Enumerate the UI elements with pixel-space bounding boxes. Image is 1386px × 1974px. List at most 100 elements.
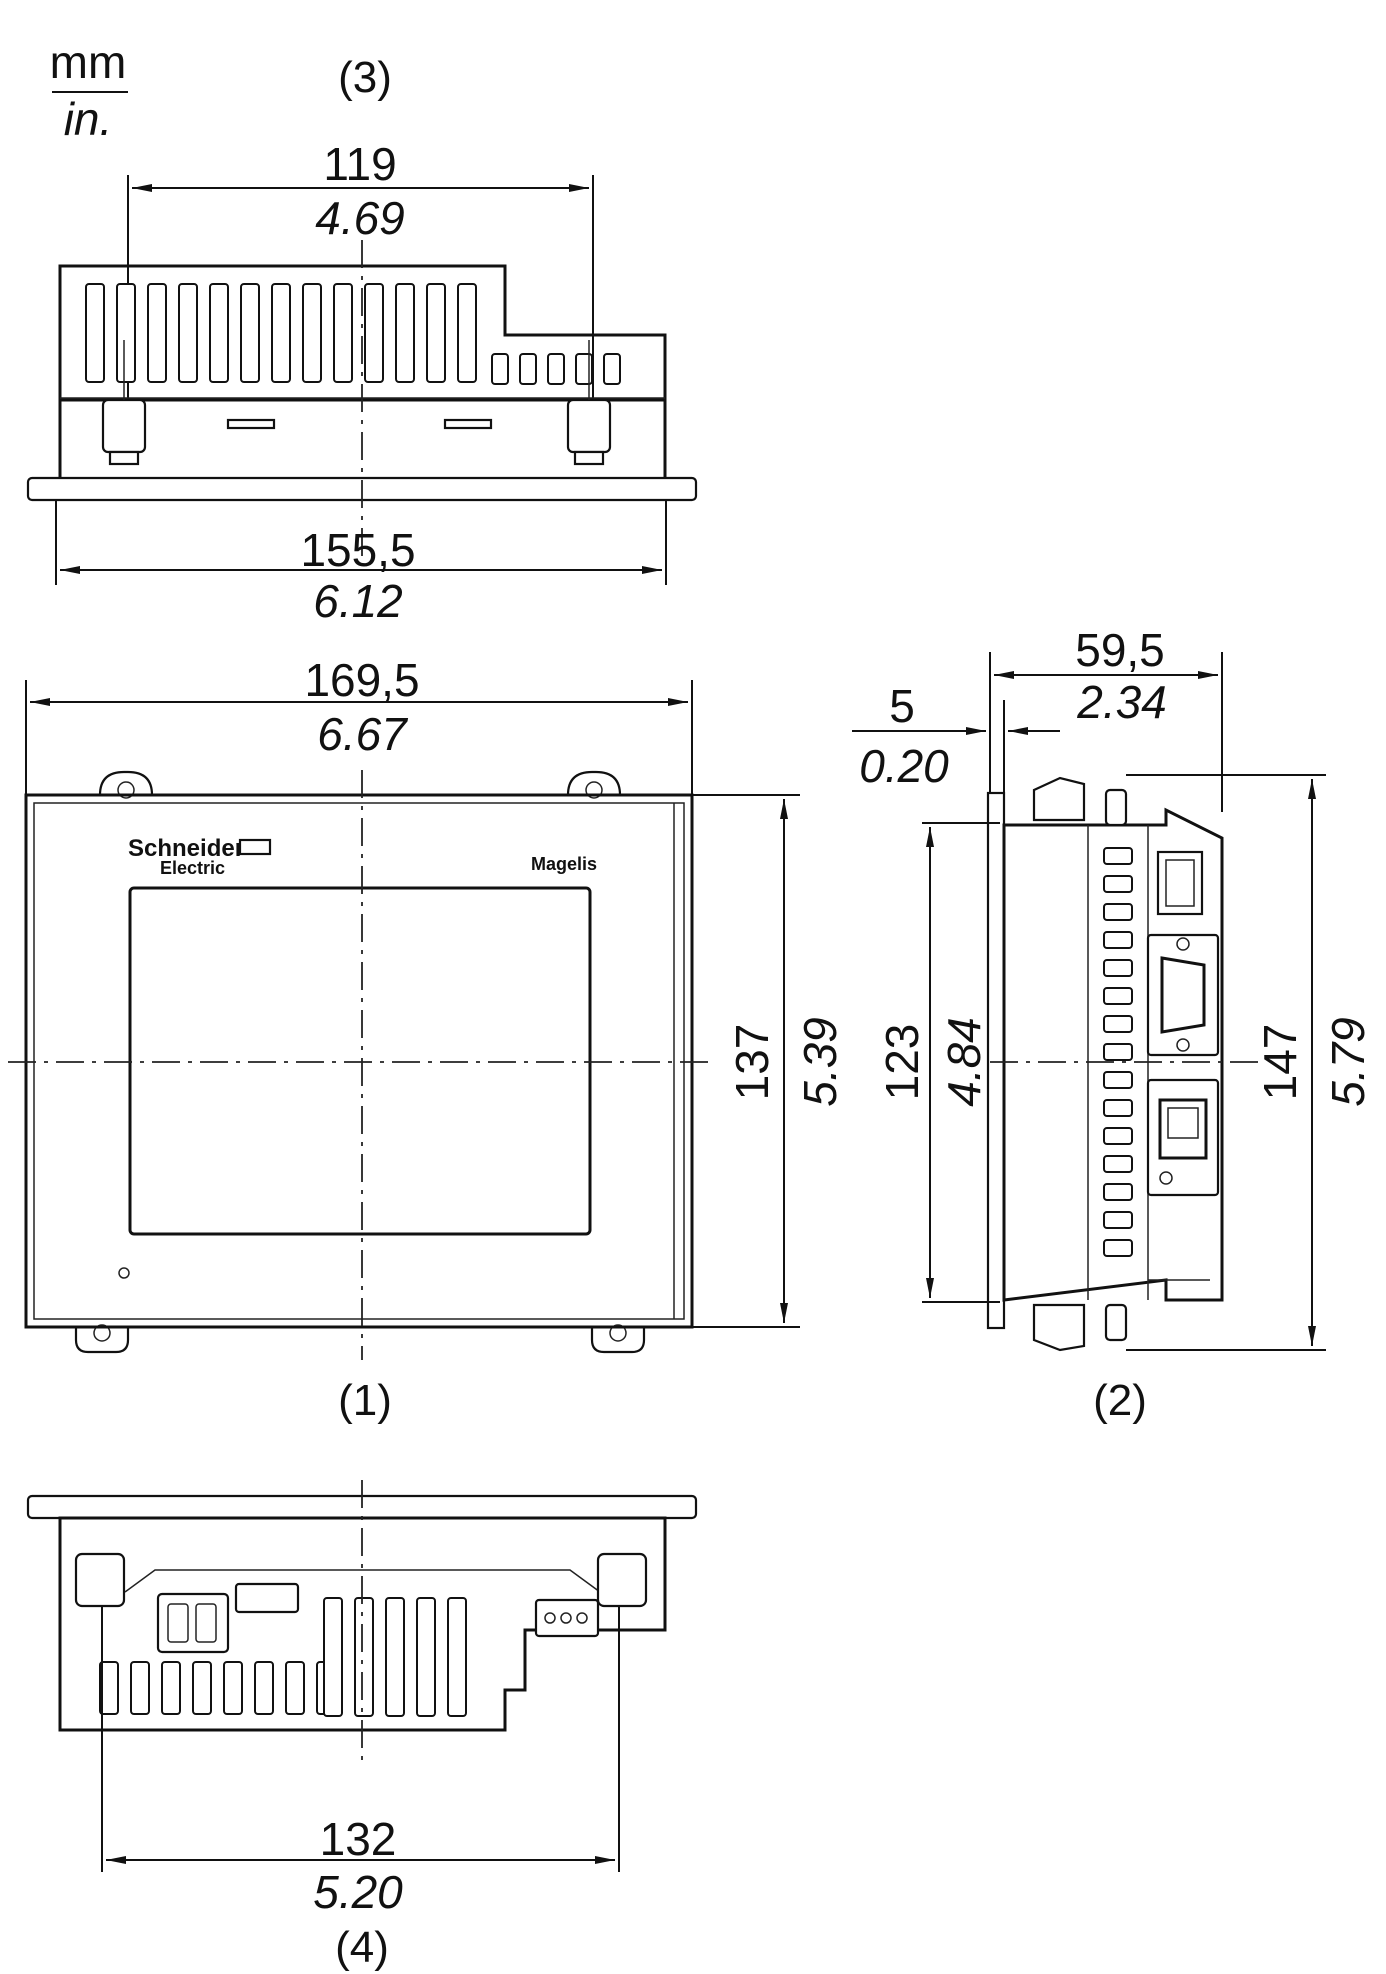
vent-slot	[364, 283, 384, 383]
vent-slot	[1103, 1127, 1133, 1145]
vent-slot	[385, 1597, 405, 1717]
serial-port-icon	[1146, 933, 1220, 1057]
vent-slot	[161, 1661, 181, 1715]
vent-slot	[1103, 1211, 1133, 1229]
vent-slot	[209, 283, 229, 383]
units-legend: mm in.	[50, 36, 128, 145]
dim-5-in: 0.20	[859, 740, 949, 792]
dim-147-in: 5.79	[1322, 1017, 1374, 1107]
vent-slot	[491, 353, 509, 385]
vent-slot	[99, 1661, 119, 1715]
vent-slot	[457, 283, 477, 383]
dim-119-mm: 119	[323, 138, 396, 190]
vent-slot	[447, 1597, 467, 1717]
side-clip	[1032, 1303, 1086, 1352]
vent-slot	[1103, 959, 1133, 977]
top-slot	[226, 418, 276, 430]
side-clip	[1032, 776, 1086, 822]
vent-slot	[192, 1661, 212, 1715]
vent-slot	[271, 283, 291, 383]
side-view: 59,5 2.34 5 0.20	[852, 624, 1374, 1425]
vent-slot	[575, 353, 593, 385]
vent-slot	[1103, 1239, 1133, 1257]
vent-slot	[116, 283, 136, 383]
dim-5-mm: 5	[889, 680, 915, 732]
dim-59-mm: 59,5	[1075, 624, 1165, 676]
vent-slot	[1103, 875, 1133, 893]
vent-slot	[1103, 847, 1133, 865]
unit-in: in.	[64, 93, 113, 145]
vent-slot	[130, 1661, 150, 1715]
terminal-block-icon	[534, 1598, 600, 1638]
bottom-view: 132 5.20 (4)	[26, 1480, 698, 1972]
vent-slot	[1103, 903, 1133, 921]
vent-slot	[333, 283, 353, 383]
dim-137-mm: 137	[726, 1024, 778, 1101]
vent-slot	[1103, 987, 1133, 1005]
bottom-body-outline	[58, 1516, 667, 1732]
vent-slot	[1103, 931, 1133, 949]
vent-slot	[223, 1661, 243, 1715]
dim-155-mm: 155,5	[300, 524, 415, 576]
vent-slot	[603, 353, 621, 385]
status-led-icon	[118, 1267, 130, 1279]
vent-slot	[85, 283, 105, 383]
dim-132-mm: 132	[320, 1813, 397, 1865]
dim-123-in: 4.84	[938, 1017, 990, 1107]
bottom-vents	[99, 1597, 467, 1717]
power-connector-icon	[156, 1592, 230, 1654]
mount-tab	[590, 1325, 646, 1354]
dim-132-in: 5.20	[313, 1866, 403, 1918]
view-label-1: (1)	[338, 1376, 392, 1425]
vent-slot	[547, 353, 565, 385]
usb-port-icon	[1156, 850, 1204, 916]
mount-tab	[566, 770, 622, 797]
dim-169-in: 6.67	[317, 708, 408, 760]
front-view: 169,5 6.67 Schneider Electric Magelis 13…	[8, 654, 846, 1425]
vent-slot	[1103, 1015, 1133, 1033]
vent-slot	[1103, 1099, 1133, 1117]
vent-slot	[426, 283, 446, 383]
mount-tab	[98, 770, 154, 797]
vent-slot	[240, 283, 260, 383]
dim-147-mm: 147	[1254, 1024, 1306, 1101]
vent-slot	[285, 1661, 305, 1715]
vent-slot	[519, 353, 537, 385]
view-label-4: (4)	[335, 1923, 389, 1972]
top-screw-right	[566, 340, 612, 466]
brand-product: Magelis	[531, 854, 597, 874]
side-bezel	[986, 791, 1006, 1330]
usb-mini-port-icon	[234, 1582, 300, 1614]
side-vents	[1103, 847, 1133, 1257]
vent-slot	[323, 1597, 343, 1717]
side-body-outline	[1002, 807, 1224, 1302]
vent-slot	[416, 1597, 436, 1717]
view-label-2: (2)	[1093, 1376, 1147, 1425]
brand-logo-box	[238, 838, 272, 856]
dim-119-in: 4.69	[315, 192, 405, 244]
dim-137-in: 5.39	[794, 1017, 846, 1107]
dim-59-in: 2.34	[1076, 676, 1167, 728]
dim-169-mm: 169,5	[304, 654, 419, 706]
brand-line2: Electric	[160, 858, 225, 878]
front-frame	[24, 793, 694, 1329]
view-label-3: (3)	[338, 53, 392, 102]
front-screen	[128, 886, 592, 1236]
top-vents	[85, 283, 621, 385]
unit-mm: mm	[50, 36, 127, 88]
dim-155-in: 6.12	[313, 575, 403, 627]
ground-icon	[1159, 1171, 1173, 1185]
top-view: (3) 119 4.69 155,5	[26, 53, 698, 627]
top-slot	[443, 418, 493, 430]
vent-slot	[395, 283, 415, 383]
vent-slot	[1103, 1071, 1133, 1089]
vent-slot	[1103, 1155, 1133, 1173]
vent-slot	[354, 1597, 374, 1717]
bottom-screw-left	[74, 1552, 126, 1608]
brand-line1: Schneider	[128, 835, 244, 862]
mount-tab	[74, 1325, 130, 1354]
top-screw-left	[101, 340, 147, 466]
vent-slot	[178, 283, 198, 383]
vent-slot	[254, 1661, 274, 1715]
